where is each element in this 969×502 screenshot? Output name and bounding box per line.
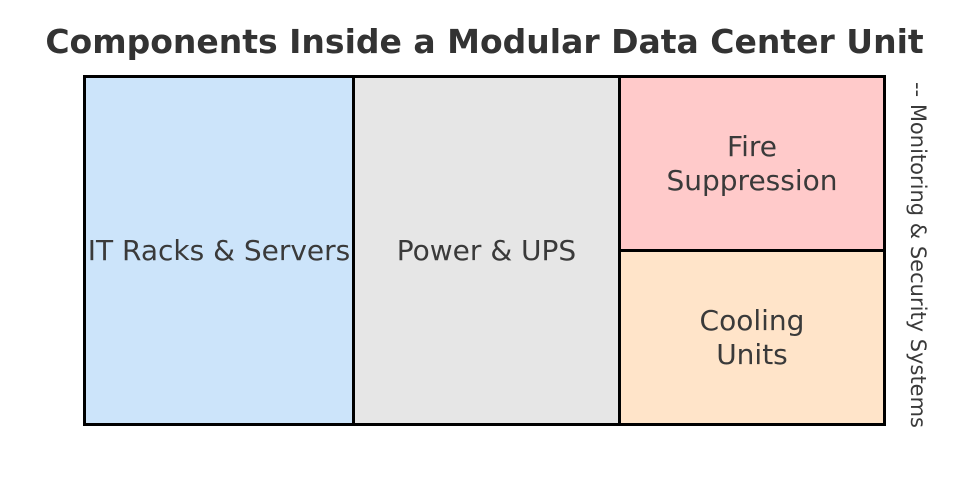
section-it-racks-servers: IT Racks & Servers xyxy=(86,78,355,423)
section-cooling-units: Cooling Units xyxy=(621,252,883,423)
it-racks-servers-label: IT Racks & Servers xyxy=(87,233,351,267)
section-fire-suppression: Fire Suppression xyxy=(621,78,883,252)
cooling-units-label: Cooling Units xyxy=(699,304,805,371)
section-power-ups: Power & UPS xyxy=(355,78,621,423)
power-ups-label: Power & UPS xyxy=(396,233,577,267)
figure-title: Components Inside a Modular Data Center … xyxy=(45,22,924,61)
modular-unit-outline: IT Racks & Servers Power & UPS Fire Supp… xyxy=(83,75,886,426)
right-column: Fire Suppression Cooling Units xyxy=(621,78,883,423)
fire-suppression-label: Fire Suppression xyxy=(666,130,838,197)
monitoring-security-side-label: -- Monitoring & Security Systems xyxy=(906,81,930,429)
